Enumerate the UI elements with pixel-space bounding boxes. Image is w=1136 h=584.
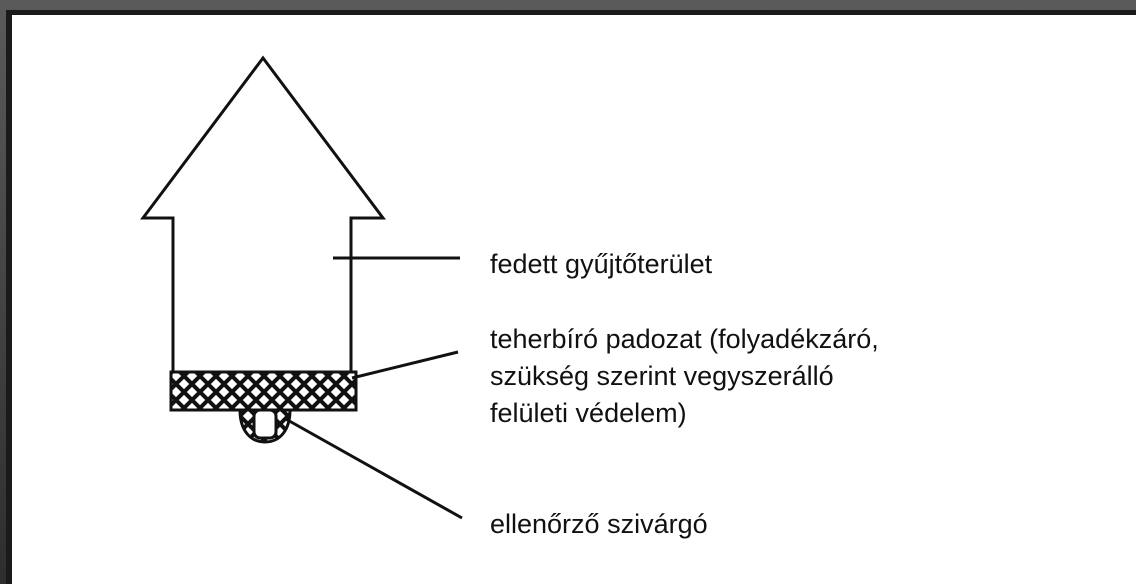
label-drain: ellenőrző szivárgó: [490, 509, 708, 539]
label-floor-line2: szükség szerint vegyszerálló: [490, 361, 834, 391]
leader-drain: [283, 416, 463, 520]
label-floor-line1: teherbíró padozat (folyadékzáró,: [490, 324, 879, 354]
diagram-panel: [6, 10, 1136, 584]
floor-slab: [169, 370, 358, 412]
leader-floor: [351, 350, 459, 380]
label-covered-area: fedett gyűjtőterület: [490, 249, 713, 279]
label-floor-line3: felületi védelem): [490, 398, 687, 428]
drain-pipe: [252, 408, 278, 440]
building-outline: [140, 55, 386, 372]
